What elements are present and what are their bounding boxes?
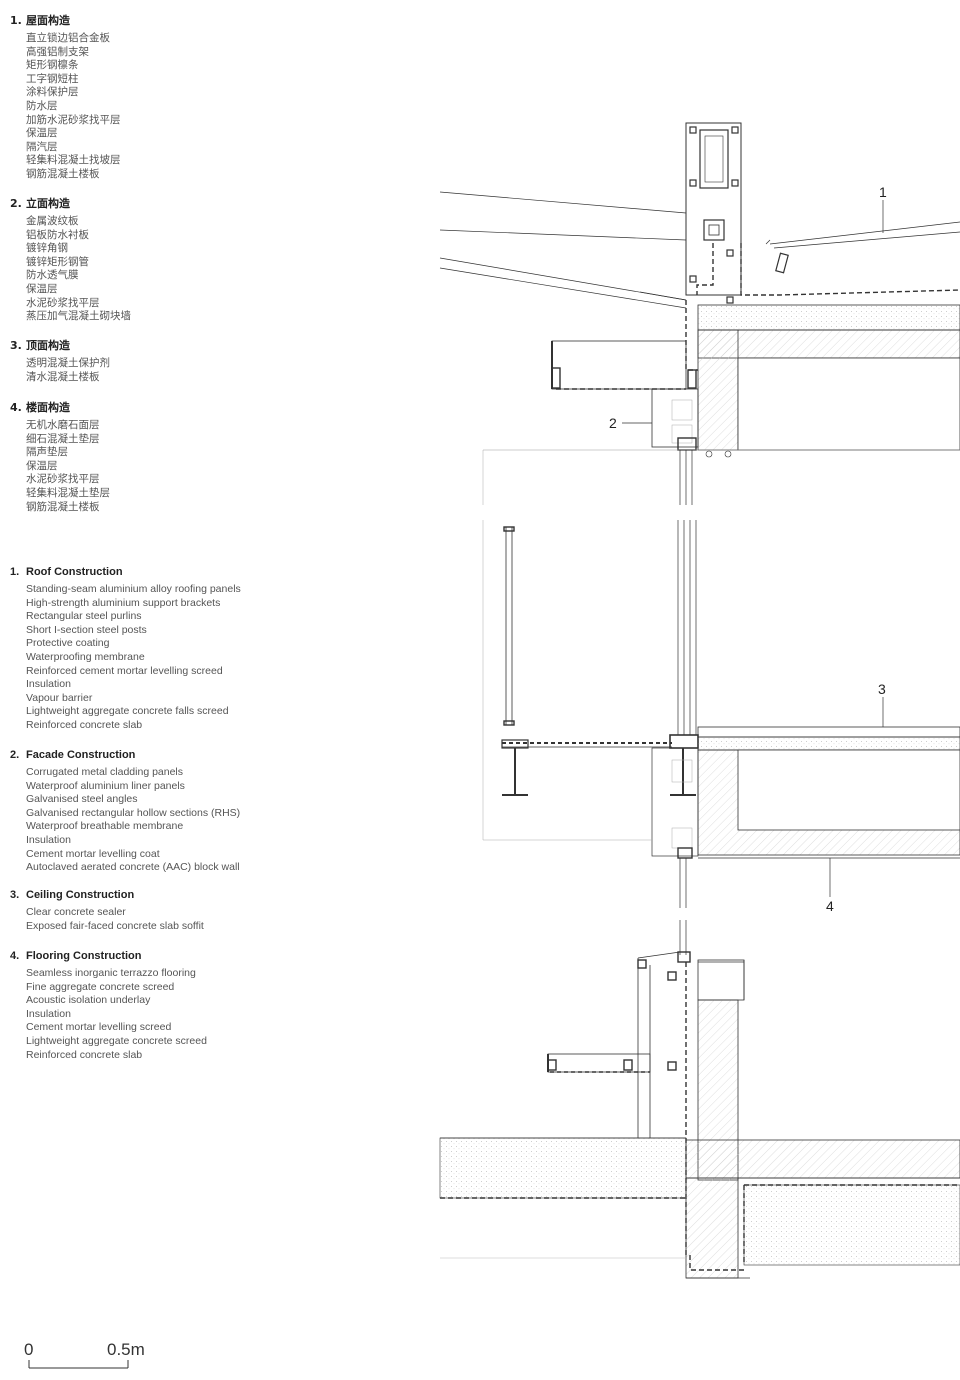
base-bench (439, 920, 960, 1279)
legend-item: 防水层 (26, 99, 58, 112)
legend-item: Reinforced concrete slab (26, 718, 143, 731)
legend-item: Acoustic isolation underlay (26, 994, 151, 1007)
legend-item: Galvanised rectangular hollow sections (… (26, 806, 241, 819)
legend-title: 屋面构造 (26, 14, 70, 27)
legend-item: 保温层 (26, 127, 58, 140)
legend-list: 直立锁边铝合金板高强铝制支架矩形钢檩条工字钢短柱涂料保护层防水层加筋水泥砂浆找平… (10, 32, 121, 182)
legend-list: 无机水磨石面层细石混凝土垫层隔声垫层保温层水泥砂浆找平层轻集料混凝土垫层钢筋混凝… (10, 419, 110, 514)
glazing-middle (482, 520, 697, 840)
legend-title: 楼面构造 (26, 401, 70, 414)
legend-list: 透明混凝土保护剂清水混凝土楼板 (10, 357, 110, 384)
legend-item: 保温层 (26, 282, 58, 295)
legend-item: 细石混凝土垫层 (26, 432, 100, 445)
legend-item: 钢筋混凝土楼板 (26, 500, 100, 513)
legend-item: Insulation (26, 678, 71, 691)
legend-item: Cement mortar levelling screed (26, 1021, 172, 1034)
legend-title: Ceiling Construction (26, 889, 135, 901)
scale-bar (28, 1360, 129, 1369)
legend-item: 高强铝制支架 (26, 45, 89, 58)
legend-item: 钢筋混凝土楼板 (26, 167, 100, 180)
legend-item: 直立锁边铝合金板 (26, 32, 110, 44)
legend-item: 水泥砂浆找平层 (26, 296, 100, 309)
legend-item: 镀锌矩形钢管 (26, 255, 89, 268)
legend-item: 金属波纹板 (26, 215, 79, 227)
legend-item: High-strength aluminium support brackets (26, 596, 221, 609)
legend-item: 轻集料混凝土垫层 (26, 486, 110, 499)
legend-title: Roof Construction (26, 566, 123, 578)
floor-slab-middle (677, 726, 960, 908)
roof-slab (685, 300, 960, 451)
legend-item: Seamless inorganic terrazzo flooring (26, 967, 196, 979)
legend-item: Autoclaved aerated concrete (AAC) block … (26, 861, 240, 874)
legend-item: 保温层 (26, 459, 58, 472)
legend-item: 矩形钢檩条 (26, 59, 79, 72)
legend-item: Corrugated metal cladding panels (26, 766, 184, 778)
legend-item: Standing-seam aluminium alloy roofing pa… (26, 583, 241, 595)
legend-item: Protective coating (26, 637, 110, 650)
legend-cn-roof: 1.屋面构造 直立锁边铝合金板高强铝制支架矩形钢檩条工字钢短柱涂料保护层防水层加… (10, 14, 121, 182)
legend-en-facade: 2.Facade Construction Corrugated metal c… (10, 749, 241, 875)
legend-item: Vapour barrier (26, 691, 93, 704)
roof-parapet (685, 122, 960, 304)
legend-item: Short I-section steel posts (26, 623, 147, 636)
legend-item: 涂料保护层 (26, 86, 79, 99)
legend-item: Reinforced cement mortar levelling scree… (26, 664, 223, 677)
legend-item: Waterproof breathable membrane (26, 820, 184, 833)
legend-title: Facade Construction (26, 749, 136, 761)
legend-item: Reinforced concrete slab (26, 1048, 143, 1061)
balcony-grating (483, 734, 699, 857)
roof-panels (439, 191, 960, 309)
legend-item: Lightweight aggregate concrete screed (26, 1034, 207, 1047)
legend-list: Standing-seam aluminium alloy roofing pa… (10, 583, 241, 733)
legend-title: Flooring Construction (26, 950, 142, 962)
scale-start-label: 0 (24, 1340, 33, 1359)
legend-item: 铝板防水衬板 (26, 228, 89, 241)
legend-item: Exposed fair-faced concrete slab soffit (26, 919, 204, 932)
window-head (482, 340, 960, 505)
legend-item: 工字钢短柱 (26, 72, 79, 85)
legend-cn-facade: 2.立面构造 金属波纹板铝板防水衬板镀锌角钢镀锌矩形钢管防水透气膜保温层水泥砂浆… (10, 197, 131, 324)
legend-cn-ceiling: 3.顶面构造 透明混凝土保护剂清水混凝土楼板 (10, 339, 110, 384)
scale-end-label: 0.5m (107, 1340, 145, 1359)
callout-4: 4 (826, 898, 834, 914)
legend-item: 水泥砂浆找平层 (26, 473, 100, 486)
legend-item: 无机水磨石面层 (26, 419, 100, 431)
legend-en-roof: 1.Roof Construction Standing-seam alumin… (10, 566, 241, 733)
legend-item: 镀锌角钢 (26, 242, 68, 255)
legend-item: Cement mortar levelling coat (26, 847, 160, 860)
callout-3: 3 (878, 681, 886, 697)
legend-item: 防水透气膜 (26, 269, 79, 282)
legend-item: 清水混凝土楼板 (26, 370, 100, 383)
legend-item: Waterproofing membrane (26, 650, 145, 663)
legend-item: Insulation (26, 833, 71, 846)
legend-item: Insulation (26, 1007, 71, 1020)
legend-list: 金属波纹板铝板防水衬板镀锌角钢镀锌矩形钢管防水透气膜保温层水泥砂浆找平层蒸压加气… (10, 215, 131, 324)
legend-item: 加筋水泥砂浆找平层 (26, 113, 121, 126)
legend-en-flooring: 4.Flooring Construction Seamless inorgan… (10, 950, 207, 1062)
legend-en-ceiling: 3.Ceiling Construction Clear concrete se… (10, 889, 204, 933)
legend-item: 蒸压加气混凝土砌块墙 (26, 310, 131, 323)
legend-title: 顶面构造 (26, 339, 70, 352)
legend-item: Fine aggregate concrete screed (26, 980, 175, 993)
legend-item: Galvanised steel angles (26, 793, 138, 806)
callout-leaders (622, 200, 884, 897)
callout-1: 1 (879, 184, 887, 200)
legend-item: 隔汽层 (26, 140, 58, 153)
legend-cn-flooring: 4.楼面构造 无机水磨石面层细石混凝土垫层隔声垫层保温层水泥砂浆找平层轻集料混凝… (10, 401, 110, 514)
legend-title: 立面构造 (26, 197, 70, 210)
legend-item: 透明混凝土保护剂 (26, 357, 110, 369)
legend-item: Clear concrete sealer (26, 906, 126, 918)
legend-item: Rectangular steel purlins (26, 610, 142, 623)
legend-item: Lightweight aggregate concrete falls scr… (26, 705, 229, 718)
legend-item: 轻集料混凝土找坡层 (26, 154, 121, 167)
legend-item: Waterproof aluminium liner panels (26, 779, 185, 792)
legend-item: 隔声垫层 (26, 446, 68, 459)
callout-2: 2 (609, 415, 617, 431)
